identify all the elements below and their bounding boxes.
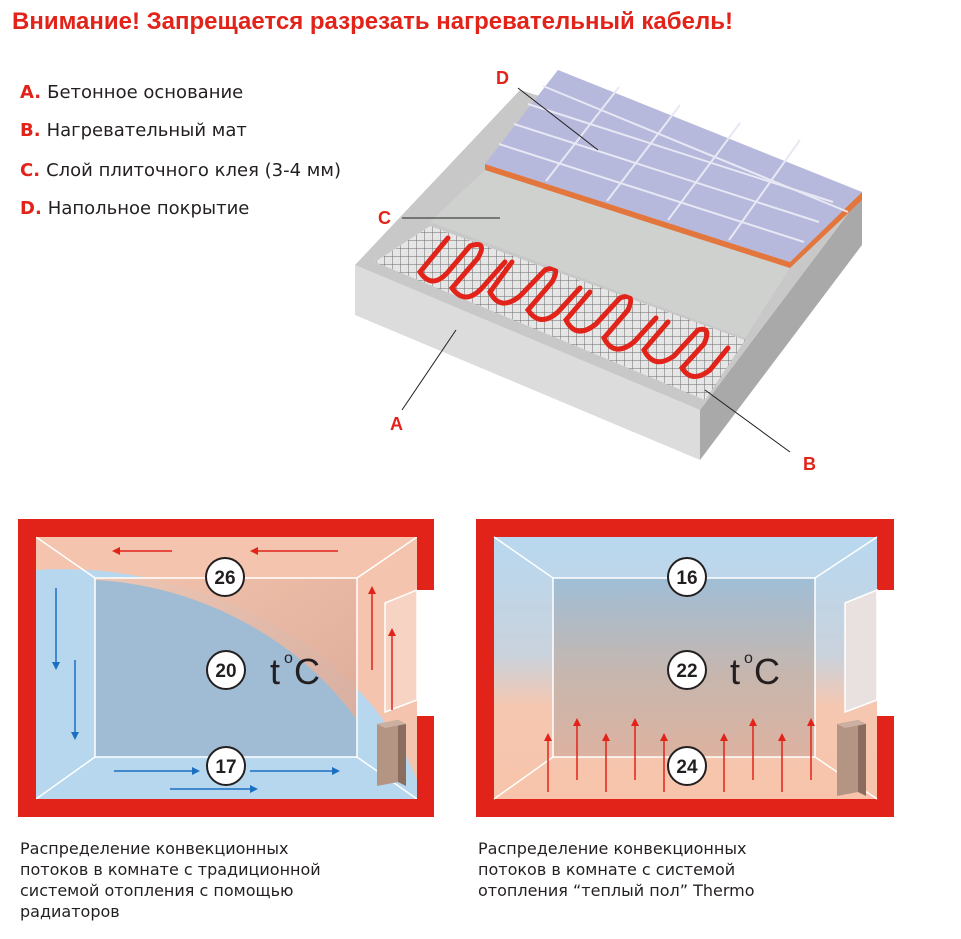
left-temp-bottom: 17 bbox=[206, 746, 246, 786]
floor-layers-illustration: D C A B bbox=[355, 68, 862, 474]
room-underfloor-diagram: 16 22 24 t o C bbox=[476, 519, 894, 817]
svg-text:16: 16 bbox=[676, 568, 697, 589]
legend-label: Бетонное основание bbox=[47, 82, 244, 103]
radiator bbox=[837, 720, 866, 796]
svg-text:17: 17 bbox=[215, 757, 236, 778]
svg-text:24: 24 bbox=[676, 757, 698, 778]
caption-line: системой отопления с помощью bbox=[20, 881, 294, 900]
caption-line: радиаторов bbox=[20, 902, 120, 921]
svg-text:22: 22 bbox=[676, 661, 697, 682]
svg-text:t: t bbox=[270, 651, 280, 692]
legend-key: D. bbox=[20, 198, 42, 219]
right-temp-top: 16 bbox=[667, 557, 707, 597]
legend-key: C. bbox=[20, 160, 41, 181]
legend-item-a: A.Бетонное основание bbox=[20, 82, 341, 120]
legend-label: Напольное покрытие bbox=[47, 198, 250, 219]
legend-item-d: D.Напольное покрытие bbox=[20, 198, 341, 236]
callout-d: D bbox=[496, 68, 509, 88]
right-room-caption: Распределение конвекционных потоков в ко… bbox=[478, 838, 858, 901]
leader-lines bbox=[401, 87, 791, 453]
layer-legend: A.Бетонное основание B.Нагревательный ма… bbox=[20, 82, 341, 236]
window bbox=[844, 588, 878, 714]
tile-grid bbox=[498, 85, 849, 243]
left-unit-label: t o C bbox=[270, 650, 320, 692]
caption-line: Распределение конвекционных bbox=[478, 839, 747, 858]
right-temp-bottom: 24 bbox=[667, 746, 707, 786]
heating-cable bbox=[416, 235, 731, 379]
right-unit-label: t o C bbox=[730, 650, 780, 692]
tile-adhesive-layer bbox=[430, 170, 790, 338]
svg-text:20: 20 bbox=[215, 661, 236, 682]
caption-line: отопления “теплый пол” Thermo bbox=[478, 881, 755, 900]
svg-text:C: C bbox=[294, 651, 320, 692]
tile-surface bbox=[485, 70, 862, 262]
callout-a: A bbox=[390, 414, 403, 434]
left-temp-mid: 20 bbox=[206, 650, 246, 690]
caption-line: потоков в комнате с системой bbox=[478, 860, 736, 879]
callout-b: B bbox=[803, 454, 816, 474]
caption-line: потоков в комнате с традиционной bbox=[20, 860, 321, 879]
svg-text:C: C bbox=[754, 651, 780, 692]
callout-c: C bbox=[378, 208, 391, 228]
svg-text:o: o bbox=[284, 650, 293, 667]
legend-item-b: B.Нагревательный мат bbox=[20, 120, 341, 158]
concrete-base-side bbox=[700, 195, 862, 460]
svg-text:26: 26 bbox=[214, 568, 235, 589]
svg-text:o: o bbox=[744, 650, 753, 667]
window bbox=[384, 589, 417, 714]
left-room-caption: Распределение конвекционных потоков в ко… bbox=[20, 838, 400, 922]
concrete-base-front bbox=[355, 265, 700, 460]
legend-key: A. bbox=[20, 82, 42, 103]
room-radiator-diagram: 26 20 17 t o C bbox=[18, 519, 434, 817]
left-temp-top: 26 bbox=[205, 557, 245, 597]
radiator bbox=[377, 720, 406, 786]
svg-text:t: t bbox=[730, 651, 740, 692]
warning-title: Внимание! Запрещается разрезать нагреват… bbox=[12, 8, 733, 35]
right-temp-mid: 22 bbox=[667, 650, 707, 690]
legend-item-c: C.Слой плиточного клея (3-4 мм) bbox=[20, 160, 341, 198]
caption-line: Распределение конвекционных bbox=[20, 839, 289, 858]
legend-label: Нагревательный мат bbox=[46, 120, 247, 141]
legend-key: B. bbox=[20, 120, 41, 141]
legend-label: Слой плиточного клея (3-4 мм) bbox=[46, 160, 341, 181]
